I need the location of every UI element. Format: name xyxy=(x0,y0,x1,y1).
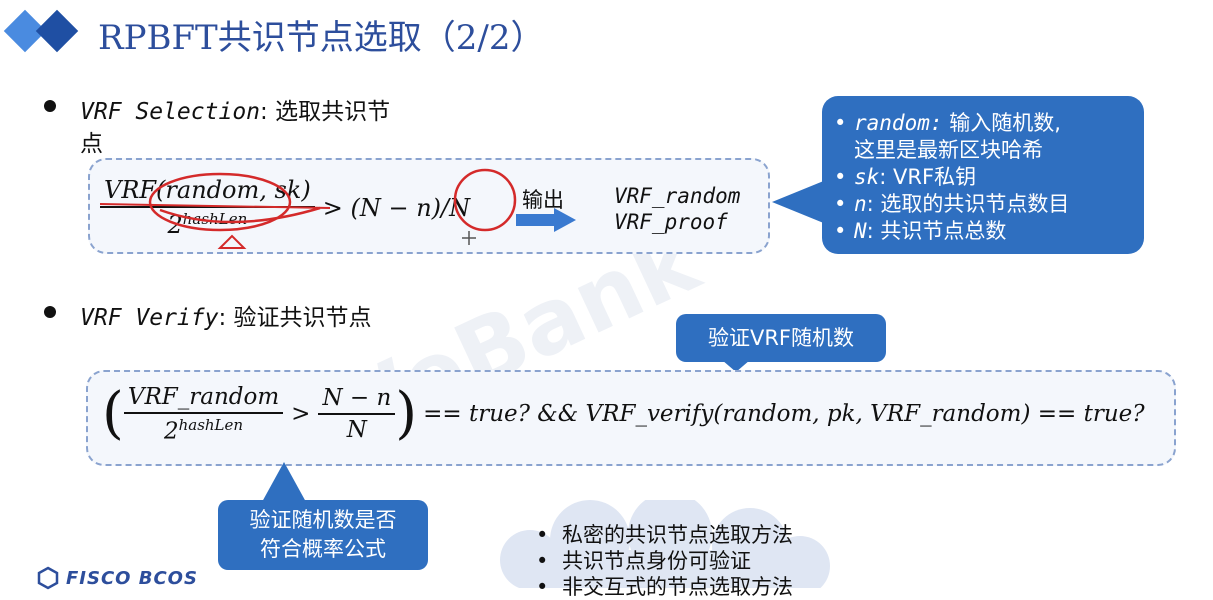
verify-label-pointer xyxy=(722,360,750,372)
title-diamond-icon-2 xyxy=(35,9,79,53)
probability-label-pointer xyxy=(262,462,306,502)
verify-formula: ( VRF_random 2hashLen > N − n N ) == tru… xyxy=(102,384,1145,445)
selection-denominator: 2hashLen xyxy=(167,210,248,239)
page-title: RPBFT共识节点选取（2/2） xyxy=(98,18,545,58)
parameter-callout: random: 输入随机数, 这里是最新区块哈希 sk: VRF私钥 n: 选取… xyxy=(822,96,1144,254)
section1-desc-line2: 点 xyxy=(80,131,103,157)
section1-desc: : 选取共识节 xyxy=(260,99,391,125)
param-n: n: 选取的共识节点数目 xyxy=(822,191,1144,218)
selection-outputs: VRF_random VRF_proof xyxy=(614,183,740,235)
features-list: 私密的共识节点选取方法 共识节点身份可验证 非交互式的节点选取方法 xyxy=(526,522,793,600)
output-vrf-random: VRF_random xyxy=(614,184,741,208)
param-sk: sk: VRF私钥 xyxy=(822,164,1144,191)
section1-heading: VRF Selection: 选取共识节 xyxy=(80,92,390,126)
fisco-logo-icon xyxy=(37,566,59,590)
selection-fraction: VRF(random, sk) 2hashLen xyxy=(100,176,315,239)
verify-left-fraction: VRF_random 2hashLen xyxy=(123,384,284,445)
fisco-logo-text: FISCO BCOS xyxy=(66,567,198,589)
parameter-list: random: 输入随机数, 这里是最新区块哈希 sk: VRF私钥 n: 选取… xyxy=(822,96,1144,245)
gt-sign: > xyxy=(291,401,311,428)
selection-formula: VRF(random, sk) 2hashLen > (N − n)/N xyxy=(100,176,470,239)
callout-pointer xyxy=(772,180,826,224)
verify-vrf-label: 验证VRF随机数 xyxy=(676,314,886,362)
red-annotation-marks xyxy=(100,168,517,249)
section1-term: VRF Selection xyxy=(80,99,261,125)
verify-right-fraction: N − n N xyxy=(318,385,396,443)
section2-term: VRF Verify xyxy=(80,305,219,331)
output-vrf-proof: VRF_proof xyxy=(614,210,728,234)
output-arrow-head xyxy=(554,208,576,232)
section2-desc: : 验证共识节点 xyxy=(218,305,372,331)
bullet-dot xyxy=(44,100,56,112)
probability-label: 验证随机数是否 符合概率公式 xyxy=(218,500,428,570)
param-random-desc: 这里是最新区块哈希 xyxy=(854,138,1043,162)
verify-formula-box xyxy=(86,370,1176,466)
left-paren: ( xyxy=(102,381,124,447)
section2-heading: VRF Verify: 验证共识节点 xyxy=(80,298,372,332)
selection-rhs: > (N − n)/N xyxy=(322,193,471,222)
bullet-dot-2 xyxy=(44,306,56,318)
verify-tail: == true? && VRF_verify(random, pk, VRF_r… xyxy=(423,401,1145,428)
output-arrow-body xyxy=(516,214,556,226)
fisco-logo: FISCO BCOS xyxy=(36,566,198,590)
feature-item: 共识节点身份可验证 xyxy=(526,548,793,574)
feature-item: 私密的共识节点选取方法 xyxy=(526,522,793,548)
right-paren: ) xyxy=(395,381,418,447)
feature-item: 非交互式的节点选取方法 xyxy=(526,574,793,600)
selection-numerator: VRF(random, sk) xyxy=(100,176,315,208)
param-random: random: 输入随机数, xyxy=(822,110,1144,137)
param-N: N: 共识节点总数 xyxy=(822,218,1144,245)
